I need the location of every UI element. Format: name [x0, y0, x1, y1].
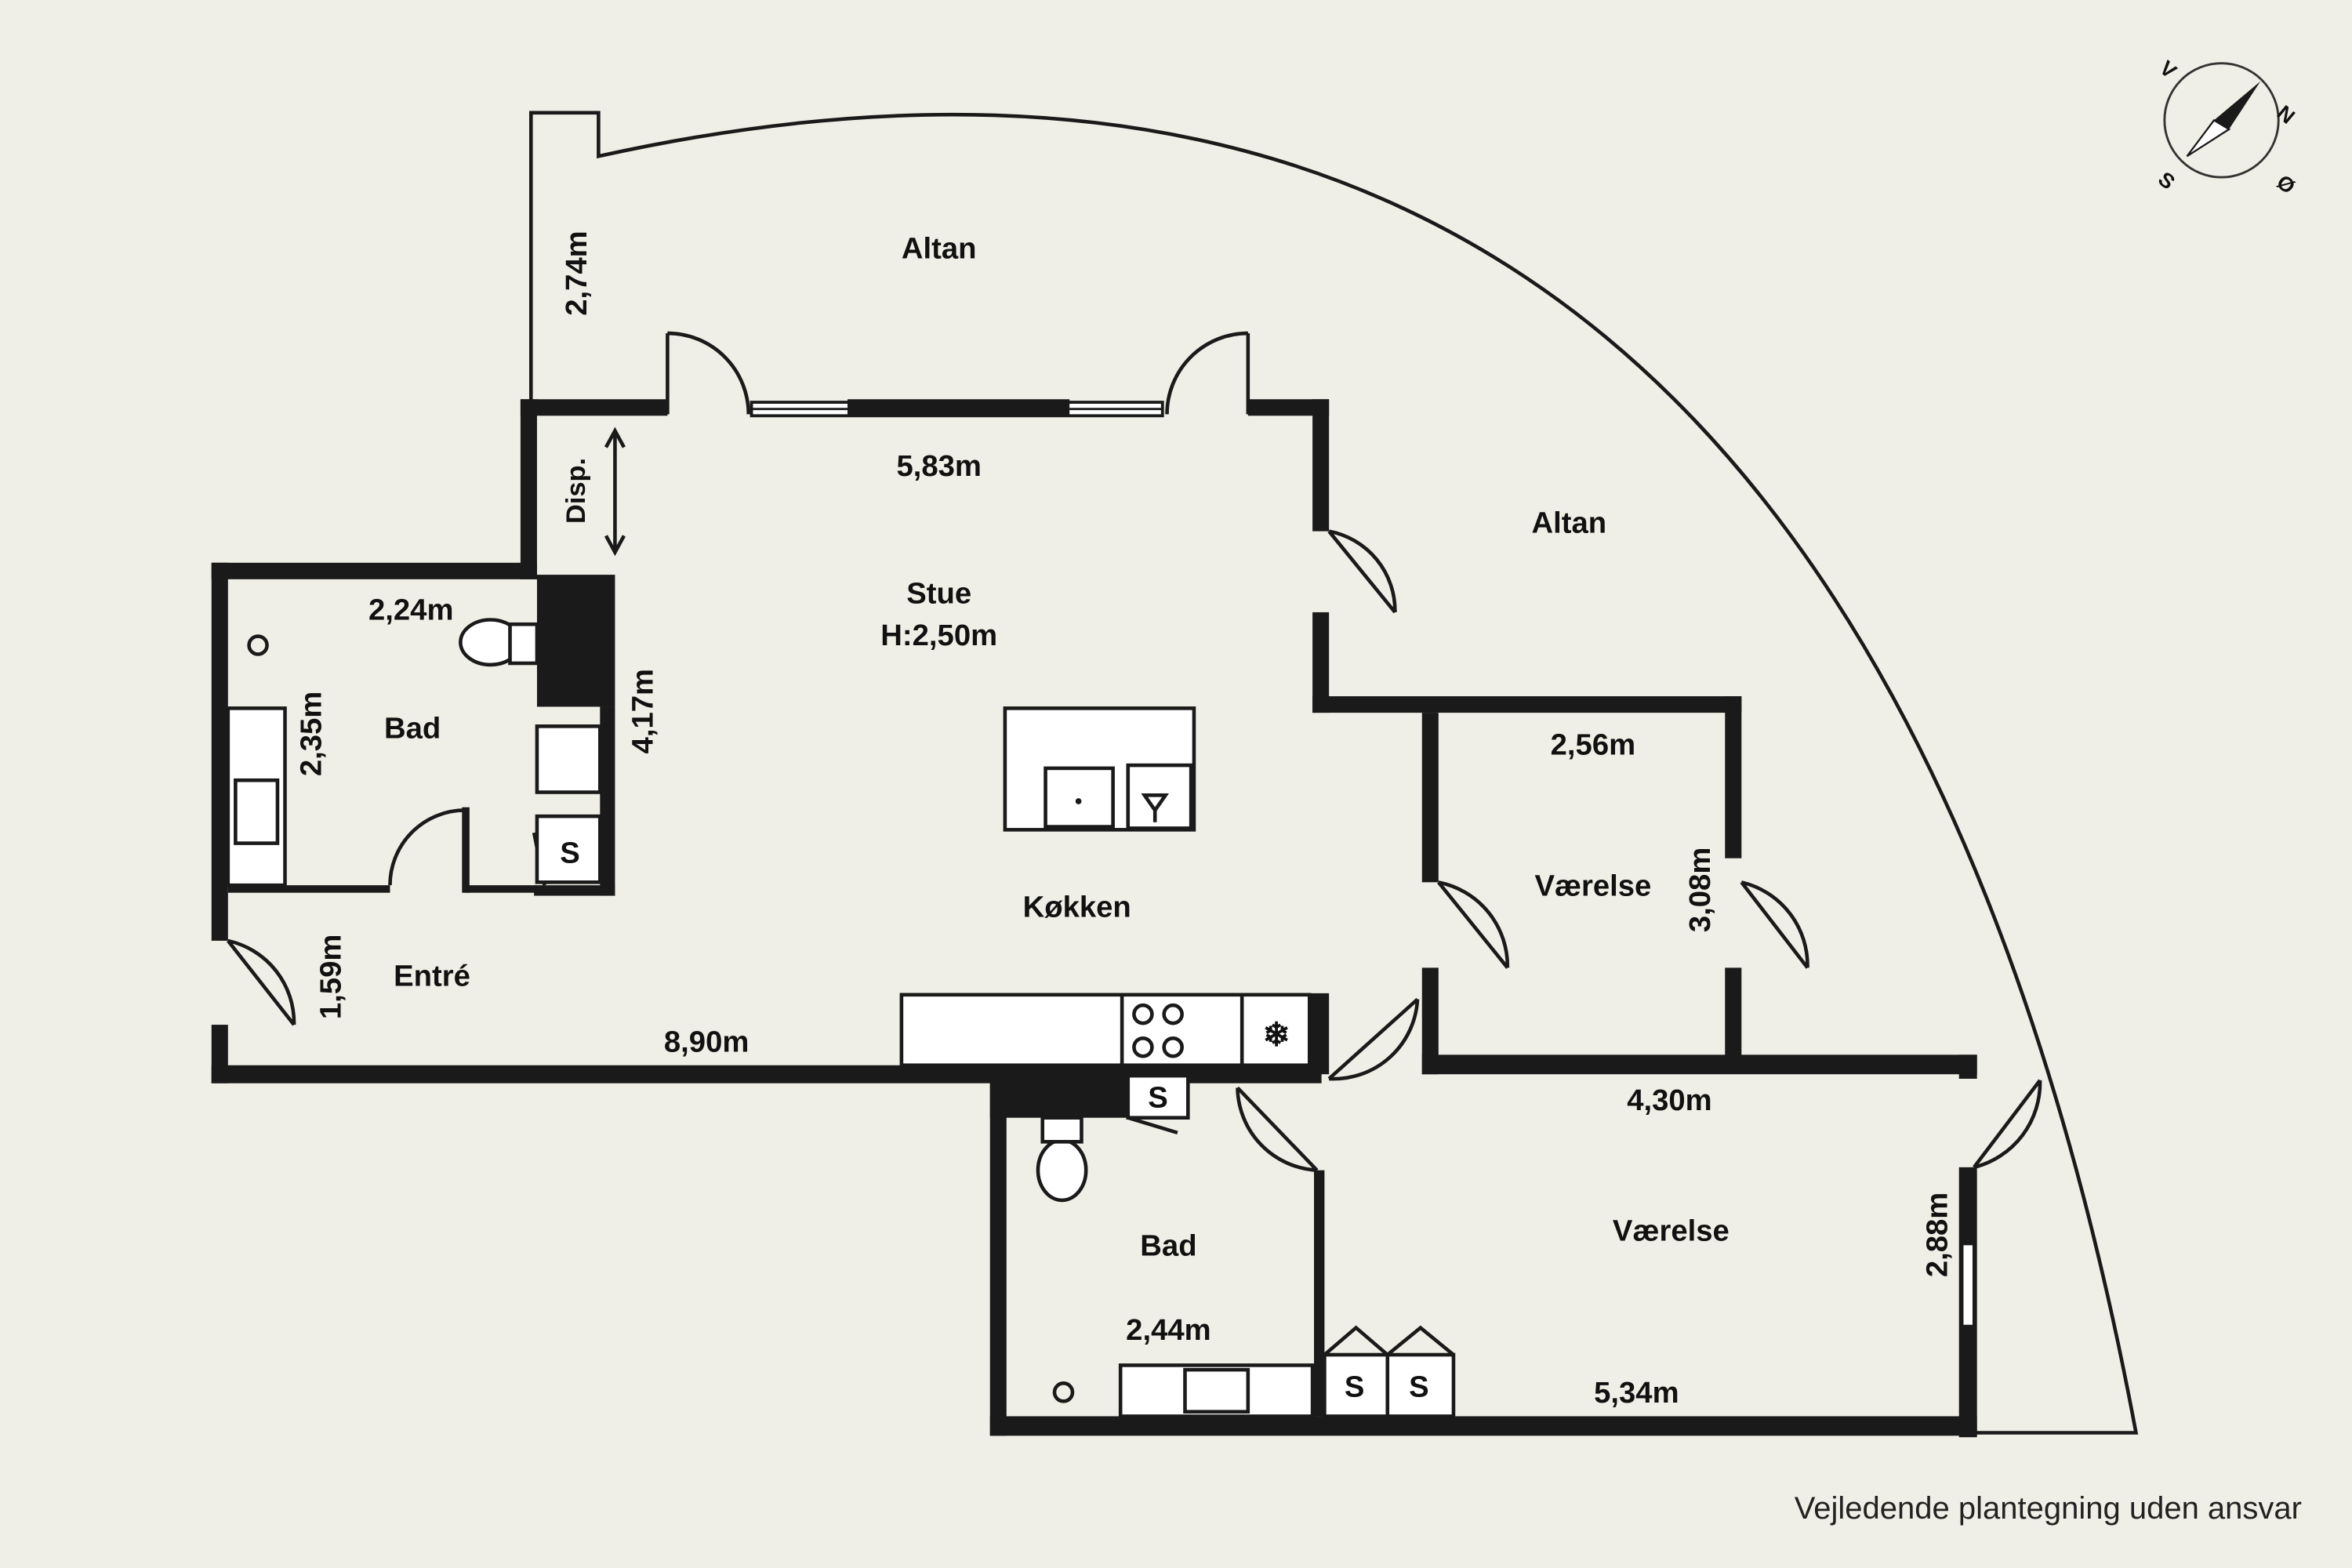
- disclaimer-text: Vejledende plantegning uden ansvar: [1794, 1491, 2302, 1526]
- storage-label-left: S: [560, 836, 580, 869]
- compass-s: S: [2154, 167, 2180, 194]
- shower-left-icon: [247, 634, 269, 656]
- room-label-bad-bottom: Bad: [1140, 1229, 1196, 1263]
- shower-bottom-icon: [1052, 1381, 1075, 1403]
- compass-needle-south: [2186, 118, 2231, 158]
- compass-needle-north: [2213, 81, 2261, 129]
- kitchen-counter: [899, 993, 1312, 1068]
- compass: N Ø S V: [2154, 56, 2299, 199]
- room-label-entre: Entré: [394, 959, 470, 993]
- room-height-stue: H:2,50m: [880, 619, 997, 652]
- bath-left-sink: [234, 778, 280, 845]
- bath-bottom-sink: [1183, 1367, 1250, 1414]
- room-label-altan-right: Altan: [1531, 506, 1606, 540]
- room-label-disp: Disp.: [561, 458, 591, 524]
- storage-vaerelse-2: [1385, 1352, 1456, 1418]
- storage-label-vaerelse-1: S: [1345, 1370, 1365, 1404]
- dim-vaerelse-small-depth: 3,08m: [1683, 848, 1717, 932]
- dim-stue-width: 5,83m: [896, 449, 981, 483]
- toilet-bottom-icon: [1036, 1138, 1088, 1203]
- room-label-kokken: Køkken: [1023, 890, 1131, 924]
- dim-bad-left-width: 2,24m: [368, 593, 453, 626]
- storage-left: [535, 814, 602, 884]
- storage-label-vaerelse-2: S: [1409, 1370, 1429, 1404]
- storage-bottom-bath: [1126, 1073, 1190, 1120]
- dim-total-width: 8,90m: [664, 1025, 749, 1059]
- storage-label-bath-bottom: S: [1148, 1080, 1168, 1114]
- room-label-vaerelse-small: Værelse: [1534, 869, 1651, 903]
- room-label-vaerelse-large: Værelse: [1613, 1214, 1730, 1248]
- sliding-door-arrow: [604, 426, 626, 557]
- dim-bad-bottom-width: 2,44m: [1126, 1313, 1210, 1347]
- stove-icon: [1132, 1003, 1184, 1058]
- dim-vaerelse-small-width: 2,56m: [1551, 728, 1635, 762]
- walls: [211, 399, 1977, 1438]
- dim-vaerelse-large-width: 4,30m: [1627, 1083, 1711, 1117]
- room-label-bad-left: Bad: [384, 712, 441, 746]
- dim-altan-depth: 2,74m: [560, 230, 593, 315]
- room-label-altan-top: Altan: [902, 231, 977, 265]
- window-stue: [750, 399, 1164, 418]
- dim-entre-depth: 1,59m: [314, 935, 347, 1019]
- dim-vaerelse-large-depth: 2,88m: [1920, 1192, 1954, 1277]
- dim-stue-depth: 4,17m: [626, 669, 659, 753]
- dim-vaerelse-large-width-bottom: 5,34m: [1594, 1376, 1679, 1410]
- dim-bad-left-depth: 2,35m: [294, 691, 328, 776]
- freezer-icon: ❄: [1263, 1016, 1290, 1053]
- washer-icon: [535, 724, 602, 794]
- doors: [227, 331, 2042, 1172]
- window-vaerelse: [1960, 1242, 1976, 1328]
- compass-e: Ø: [2272, 170, 2299, 198]
- room-label-stue: Stue: [906, 576, 971, 610]
- compass-w: V: [2155, 56, 2181, 84]
- island-sink: [1044, 766, 1115, 829]
- compass-ring: [2163, 62, 2280, 179]
- balcony-outline: [529, 111, 2139, 1435]
